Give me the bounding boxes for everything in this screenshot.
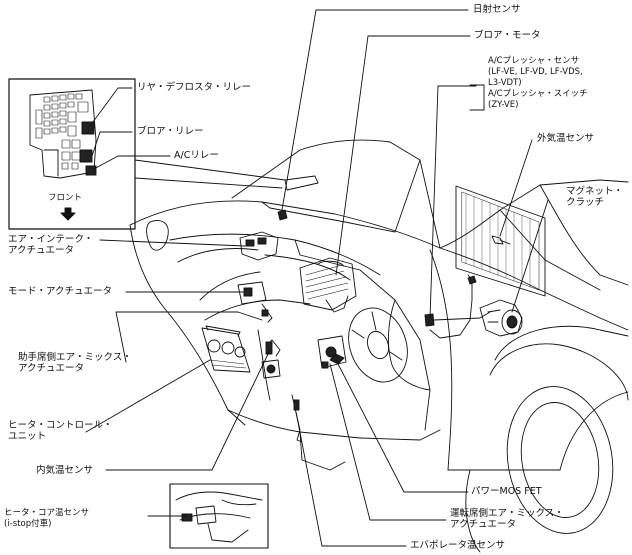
- refrigerant-pipe: [429, 274, 473, 339]
- label-air-intake-actuator: エア・インテーク・ アクチュエータ: [8, 234, 93, 256]
- callout-line-lower: [134, 177, 283, 189]
- leader-driver-mix: [329, 363, 447, 521]
- label-ac-pressure-sensor-line3: L3-VDT): [488, 78, 522, 88]
- label-passenger-mix-actuator-line2: アクチュエータ: [18, 363, 85, 374]
- ambient-temp-sensor: [491, 235, 511, 245]
- label-heater-control-unit-line1: ヒータ・コントロール・: [8, 420, 113, 431]
- blower-relay-marker: [79, 149, 93, 163]
- label-ambient-sensor: 外気温センサ: [537, 133, 595, 144]
- leader-magnet-clutch: [511, 199, 549, 313]
- label-solar-sensor: 日射センサ: [473, 4, 521, 15]
- label-passenger-mix-actuator-line1: 助手席側エア・ミックス・: [18, 352, 132, 363]
- label-heater-control-unit-line2: ユニット: [8, 431, 47, 442]
- label-ac-pressure-sensor-line2: (LF-VE, LF-VD, LF-VDS,: [488, 67, 583, 77]
- solar-sensor: [277, 209, 288, 221]
- label-ac-pressure-switch-line1: A/Cプレッシャ・スイッチ: [488, 89, 588, 99]
- mode-actuator: [237, 281, 273, 323]
- driver-air-mix-actuator: [317, 335, 347, 369]
- label-heater-core-sensor: ヒータ・コア温センサ (i-stop付車): [4, 508, 89, 530]
- leader-solar-sensor: [281, 9, 317, 211]
- label-heater-control-unit: ヒータ・コントロール・ ユニット: [8, 420, 113, 442]
- label-driver-mix-actuator-line1: 運転席側エア・ミックス・: [450, 508, 564, 519]
- heater-control-unit: [201, 325, 251, 373]
- label-ac-relay: A/Cリレー: [174, 150, 219, 161]
- label-air-intake-actuator-line2: アクチュエータ: [8, 245, 75, 256]
- leader-ambient-sensor: [499, 139, 533, 237]
- rear-defroster-relay-marker: [81, 121, 95, 135]
- label-blower-relay: ブロア・リレー: [137, 126, 204, 137]
- air-intake-actuator: [239, 231, 279, 261]
- front-arrow-icon: [60, 207, 76, 221]
- label-rear-defroster-relay: リヤ・デフロスタ・リレー: [137, 82, 252, 93]
- label-magnet-clutch-line1: マグネット・: [566, 186, 624, 197]
- leader-blower-motor: [335, 35, 369, 276]
- pressure-switch: [467, 275, 477, 285]
- label-front: フロント: [48, 193, 83, 203]
- label-ac-pressure-sensor-line1: A/Cプレッシャ・センサ: [488, 56, 580, 66]
- leader-heater-control: [85, 359, 211, 433]
- compressor-magnetic-clutch: [479, 299, 523, 337]
- label-heater-core-sensor-line1: ヒータ・コア温センサ: [4, 508, 90, 518]
- leader-passenger-mix: [115, 311, 263, 363]
- power-mosfet: [329, 353, 345, 365]
- label-ac-pressure-sensor: A/Cプレッシャ・センサ (LF-VE, LF-VD, LF-VDS, L3-V…: [488, 56, 588, 111]
- label-ac-pressure-switch-line2: (ZY-VE): [488, 100, 519, 110]
- label-blower-motor: ブロア・モータ: [474, 30, 541, 41]
- label-evaporator-sensor: エバポレータ温センサ: [410, 540, 506, 551]
- label-heater-core-sensor-line2: (i-stop付車): [4, 519, 52, 529]
- relay-box-location: [284, 175, 319, 191]
- label-passenger-mix-actuator: 助手席側エア・ミックス・ アクチュエータ: [18, 352, 132, 374]
- label-cabin-temp-sensor: 内気温センサ: [36, 465, 94, 476]
- label-magnet-clutch: マグネット・ クラッチ: [566, 186, 623, 208]
- leader-blower-relay: [91, 131, 133, 157]
- leader-ac-pressure-sensor: [429, 85, 439, 319]
- label-air-intake-actuator-line1: エア・インテーク・: [8, 234, 94, 245]
- relay-box-inset-frame: [8, 78, 136, 230]
- leader-air-intake: [99, 239, 246, 247]
- leader-cabin-temp: [105, 349, 271, 471]
- relay-block: [29, 89, 97, 179]
- condenser: [455, 185, 546, 297]
- passenger-air-mix-actuator: [261, 359, 281, 379]
- callout-line-upper: [134, 159, 286, 181]
- leader-evaporator: [295, 411, 407, 547]
- leader-ac-relay: [91, 155, 171, 171]
- ac-relay-marker: [85, 165, 97, 176]
- heater-core-sensor: [181, 513, 193, 522]
- leader-power-mosfet: [335, 359, 469, 493]
- leader-rear-defroster-relay: [89, 87, 133, 127]
- ac-pressure-sensor: [424, 313, 435, 327]
- label-mode-actuator: モード・アクチュエータ: [8, 286, 113, 297]
- label-power-mosfet: パワーMOS FET: [471, 486, 542, 497]
- label-magnet-clutch-line2: クラッチ: [566, 197, 605, 208]
- label-driver-mix-actuator: 運転席側エア・ミックス・ アクチュエータ: [450, 508, 564, 530]
- bracket-pressure-sensor: [469, 84, 485, 111]
- leader-lines: [85, 9, 549, 547]
- label-driver-mix-actuator-line2: アクチュエータ: [450, 519, 517, 530]
- dashboard-outline: [129, 139, 601, 471]
- blower-unit: [299, 257, 357, 313]
